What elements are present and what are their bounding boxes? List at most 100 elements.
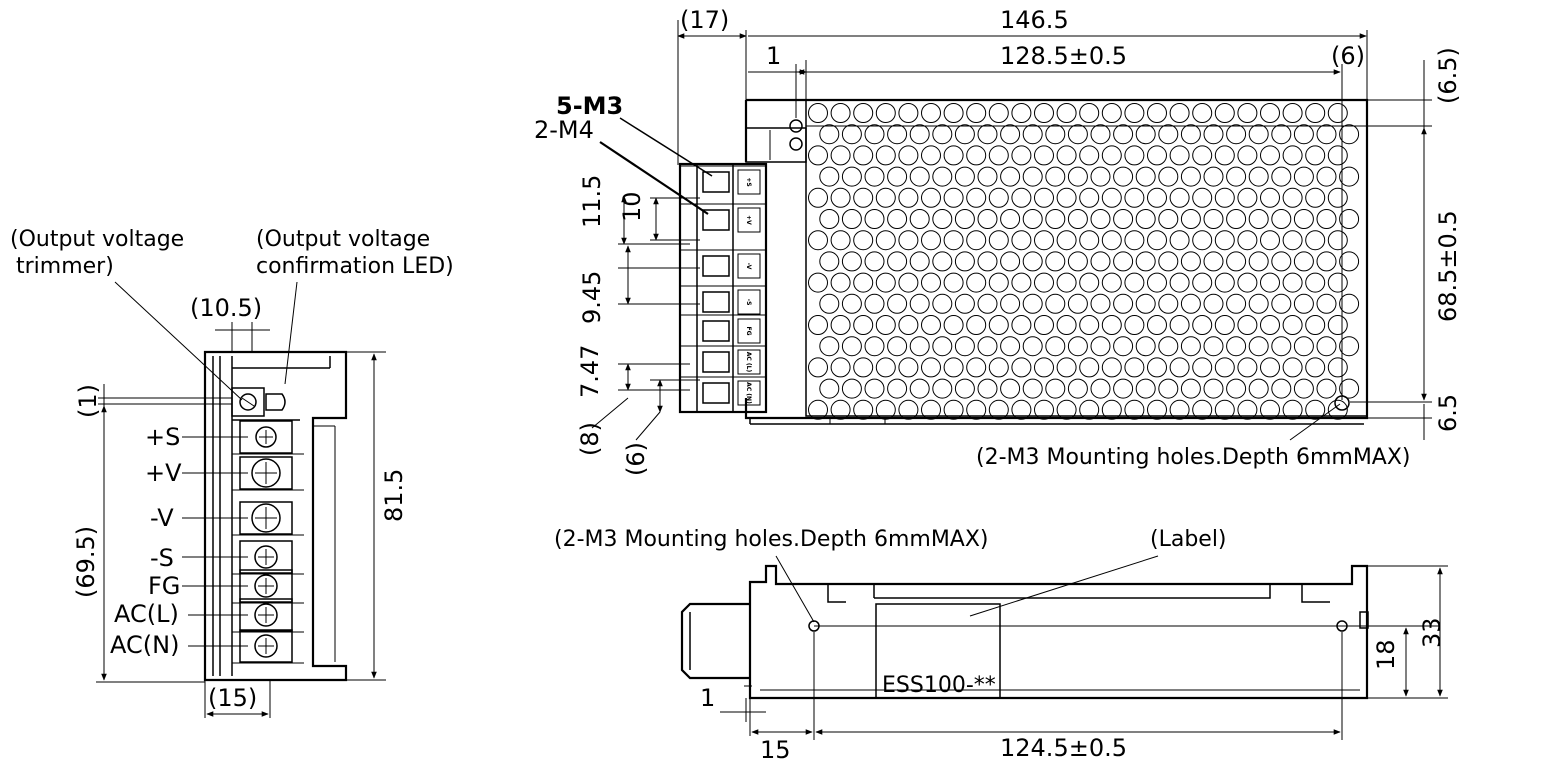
dim-6-left: (6): [622, 442, 650, 476]
perforation-hole: [1056, 272, 1077, 293]
led-leader: [284, 281, 298, 385]
perforation-hole: [1056, 399, 1077, 420]
perforation-hole: [1158, 336, 1179, 357]
top-terminal-tag: [737, 169, 761, 195]
perforation-hole: [1282, 399, 1303, 420]
perforation-hole: [887, 124, 908, 145]
perforation-hole: [1327, 103, 1348, 123]
perforation-hole: [1158, 209, 1179, 229]
perforation-hole: [1011, 103, 1032, 123]
perforation-hole: [1079, 315, 1100, 335]
perforation-hole: [1135, 336, 1156, 357]
perforation-hole: [1056, 145, 1077, 166]
perforation-hole: [1045, 293, 1066, 314]
perforation-hole: [1260, 103, 1280, 123]
perforation-hole: [853, 357, 874, 378]
perforation-hole: [1293, 336, 1314, 357]
perforation-hole: [1022, 336, 1043, 357]
top-terminal-tag-text: -S: [745, 299, 752, 306]
dim-146-5: 146.5: [1000, 6, 1069, 34]
perforation-hole: [1101, 145, 1122, 166]
perforation-hole: [932, 336, 953, 357]
perforation-hole: [1113, 209, 1134, 229]
perforation-hole: [841, 124, 862, 145]
perforation-hole: [1169, 357, 1190, 378]
perforation-hole: [954, 124, 975, 145]
top-terminal-tag: [737, 207, 761, 233]
perforation-hole: [1214, 187, 1235, 208]
top-terminal-screw: [702, 209, 730, 231]
label-fg: FG: [148, 572, 180, 600]
perforation-hole: [1316, 209, 1337, 229]
perforation-hole: [819, 251, 840, 272]
perforation-hole: [1124, 272, 1145, 293]
top-terminal-block: [678, 162, 768, 414]
perforation-hole: [1169, 103, 1190, 123]
perforation-hole: [966, 145, 987, 166]
perforation-hole: [1045, 378, 1066, 399]
perforation-hole: [1090, 124, 1111, 145]
perforation-hole: [1339, 124, 1360, 145]
perforation-hole: [898, 187, 919, 208]
perforation-hole: [1124, 187, 1145, 208]
trimmer-note-line2: trimmer): [16, 254, 114, 279]
perforation-hole: [943, 145, 964, 166]
perforation-hole: [1192, 399, 1213, 420]
perforation-hole: [954, 293, 975, 314]
perforation-hole: [1226, 209, 1247, 229]
dim-10-5: (10.5): [190, 294, 262, 322]
perforation-hole: [1147, 399, 1167, 420]
perforation-hole: [1034, 272, 1054, 293]
led-note-line1: (Output voltage: [256, 227, 430, 252]
perforation-hole: [1192, 230, 1213, 251]
perforation-hole: [1339, 166, 1360, 187]
dim-81-5: 81.5: [380, 469, 408, 522]
perforation-hole: [1147, 315, 1167, 335]
top-terminal-tag-text: +S: [745, 177, 752, 186]
perforation-hole: [1034, 187, 1054, 208]
perforation-hole: [1045, 124, 1066, 145]
leader-5-m3: [619, 117, 713, 177]
perforation-hole: [1203, 251, 1224, 272]
perforation-hole: [1293, 124, 1314, 145]
perforation-hole: [1316, 336, 1337, 357]
perforation-hole: [1271, 124, 1292, 145]
label-note: (Label): [1150, 527, 1227, 552]
perforation-hole: [1214, 145, 1235, 166]
perforation-hole: [1282, 357, 1303, 378]
perforation-hole: [1316, 251, 1337, 272]
perforation-hole: [1067, 336, 1088, 357]
perforation-hole: [1011, 315, 1032, 335]
top-terminal-screw: [702, 382, 730, 404]
perforation-hole: [864, 251, 885, 272]
perforation-hole: [1237, 399, 1258, 420]
perforation-hole: [1203, 209, 1224, 229]
perforation-hole: [853, 315, 874, 335]
perforation-hole: [841, 378, 862, 399]
perforation-hole: [841, 251, 862, 272]
perforation-holes: [808, 103, 1360, 420]
perforation-hole: [909, 124, 930, 145]
perforation-hole: [1045, 209, 1066, 229]
perforation-hole: [977, 293, 998, 314]
perforation-hole: [1158, 166, 1179, 187]
perforation-hole: [988, 103, 1009, 123]
side-connector-stub: [1359, 611, 1369, 629]
perforation-hole: [988, 145, 1009, 166]
perforation-hole: [1056, 230, 1077, 251]
perforation-hole: [1079, 187, 1100, 208]
perforation-hole: [1282, 315, 1303, 335]
perforation-hole: [864, 166, 885, 187]
perforation-hole: [909, 251, 930, 272]
perforation-hole: [977, 336, 998, 357]
perforation-hole: [1203, 124, 1224, 145]
perforation-hole: [1282, 230, 1303, 251]
perforation-hole: [966, 357, 987, 378]
perforation-hole: [943, 103, 964, 123]
perforation-hole: [1022, 378, 1043, 399]
perforation-hole: [1237, 103, 1258, 123]
dim-18: 18: [1372, 639, 1400, 670]
perforation-hole: [1271, 166, 1292, 187]
perforation-hole: [1147, 103, 1167, 123]
led-note-line2: confirmation LED): [256, 254, 454, 279]
